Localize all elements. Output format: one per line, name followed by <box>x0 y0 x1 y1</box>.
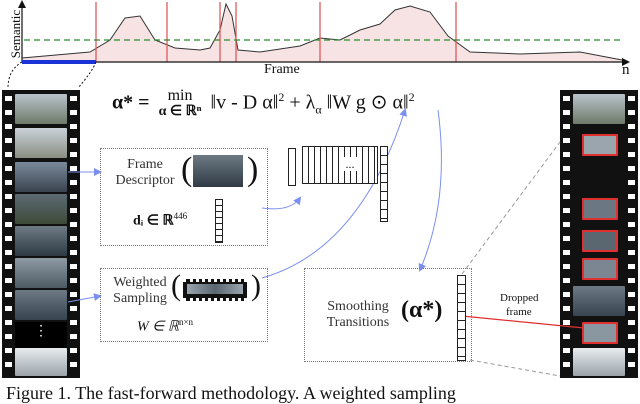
equation-term2: ‖W g ⊙ α‖ <box>326 91 409 114</box>
filmstrip-thumbnail <box>183 279 247 301</box>
equation-exp2: 2 <box>408 89 415 104</box>
smoothing-symbol: (α*) <box>401 297 443 323</box>
film-frame <box>15 226 67 256</box>
left-filmstrip: ⋮ <box>2 90 80 378</box>
y-axis-arrow <box>18 0 26 8</box>
equation-lhs: α* = <box>112 91 150 114</box>
film-frame-selected <box>582 198 618 220</box>
connector-line <box>67 293 102 303</box>
film-frame-selected <box>582 230 618 252</box>
weighted-sampling-label-2: Sampling <box>113 291 167 306</box>
film-frame <box>15 258 67 288</box>
equation-lambda-sub: α <box>315 102 322 117</box>
window-bracket-right <box>77 61 97 89</box>
smoothing-label-1: Smoothing <box>327 299 389 314</box>
semantic-curve-fill <box>22 4 622 62</box>
figure-caption: Figure 1. The fast-forward methodology. … <box>6 383 456 403</box>
x-axis-end-label: n <box>622 62 630 78</box>
objective-equation: α* = min α ∈ ℝⁿ ‖v - D α‖2 + λα ‖W g ⊙ α… <box>112 88 415 120</box>
film-frame-selected <box>582 258 618 280</box>
semantic-curve <box>21 2 623 61</box>
dropped-frame-line <box>461 315 585 329</box>
smoothing-label-2: Transitions <box>326 315 390 330</box>
matrix-d: ... <box>302 146 378 184</box>
equation-plus: + λ <box>289 91 316 114</box>
smoothing-vector <box>457 275 466 361</box>
film-frame <box>573 94 625 124</box>
weighted-sampling-box: Weighted Sampling ( ) W ∈ ℝn×n <box>100 268 268 342</box>
film-frame <box>15 348 67 376</box>
alpha-vector <box>380 146 388 222</box>
window-bracket-left <box>7 61 23 89</box>
semantic-plot <box>7 0 630 89</box>
equation-min-sub: α ∈ ℝⁿ <box>158 104 202 119</box>
weighted-sampling-label-1: Weighted <box>113 275 167 290</box>
matrix-dots: ... <box>339 157 361 171</box>
dropped-label-1: Dropped <box>500 292 539 304</box>
film-frame-selected <box>582 134 618 156</box>
arrow-to-equation <box>261 108 407 279</box>
film-frame <box>15 94 67 124</box>
weighted-sampling-paren-close: ) <box>251 269 261 302</box>
matrix-left-col <box>288 148 296 186</box>
weighted-sampling-paren-open: ( <box>171 269 181 302</box>
left-film-sprockets <box>5 96 77 367</box>
x-axis-arrow <box>622 58 630 66</box>
right-film-sprockets <box>563 96 635 367</box>
film-frame-dots: ⋮ <box>15 322 67 348</box>
smoothing-box: Smoothing Transitions (α*) <box>304 268 472 362</box>
film-frame <box>15 162 67 192</box>
film-frame <box>15 194 67 224</box>
descriptor-math: dᵢ ∈ ℝ446 <box>133 211 188 229</box>
film-frame <box>15 290 67 320</box>
dropped-label-2: frame <box>506 306 532 318</box>
equation-term1: ‖v - D α‖ <box>210 91 279 114</box>
arrow-to-matrix <box>261 196 302 210</box>
frame-descriptor-label-1: Frame <box>127 157 163 172</box>
right-filmstrip <box>560 90 638 378</box>
equation-min-block: min α ∈ ℝⁿ <box>159 88 202 120</box>
equation-min: min <box>167 87 193 104</box>
x-axis-label: Frame <box>264 62 300 77</box>
descriptor-vector <box>215 199 223 243</box>
arrow-to-smoothing <box>418 109 442 272</box>
sampling-math: W ∈ ℝn×n <box>137 317 194 335</box>
frame-descriptor-paren-open: ( <box>181 151 193 188</box>
frame-descriptor-paren-close: ) <box>247 151 259 188</box>
film-frame <box>573 348 625 376</box>
equation-exp1: 2 <box>278 89 285 104</box>
film-frame <box>15 128 67 158</box>
guide-dashed <box>461 141 561 275</box>
frame-descriptor-box: Frame Descriptor ( ) dᵢ ∈ ℝ446 <box>100 148 268 246</box>
frame-thumbnail <box>193 155 243 187</box>
film-frame <box>573 286 625 316</box>
guide-dashed <box>469 359 561 377</box>
film-frame-selected <box>582 322 618 344</box>
frame-descriptor-label-2: Descriptor <box>115 173 175 188</box>
